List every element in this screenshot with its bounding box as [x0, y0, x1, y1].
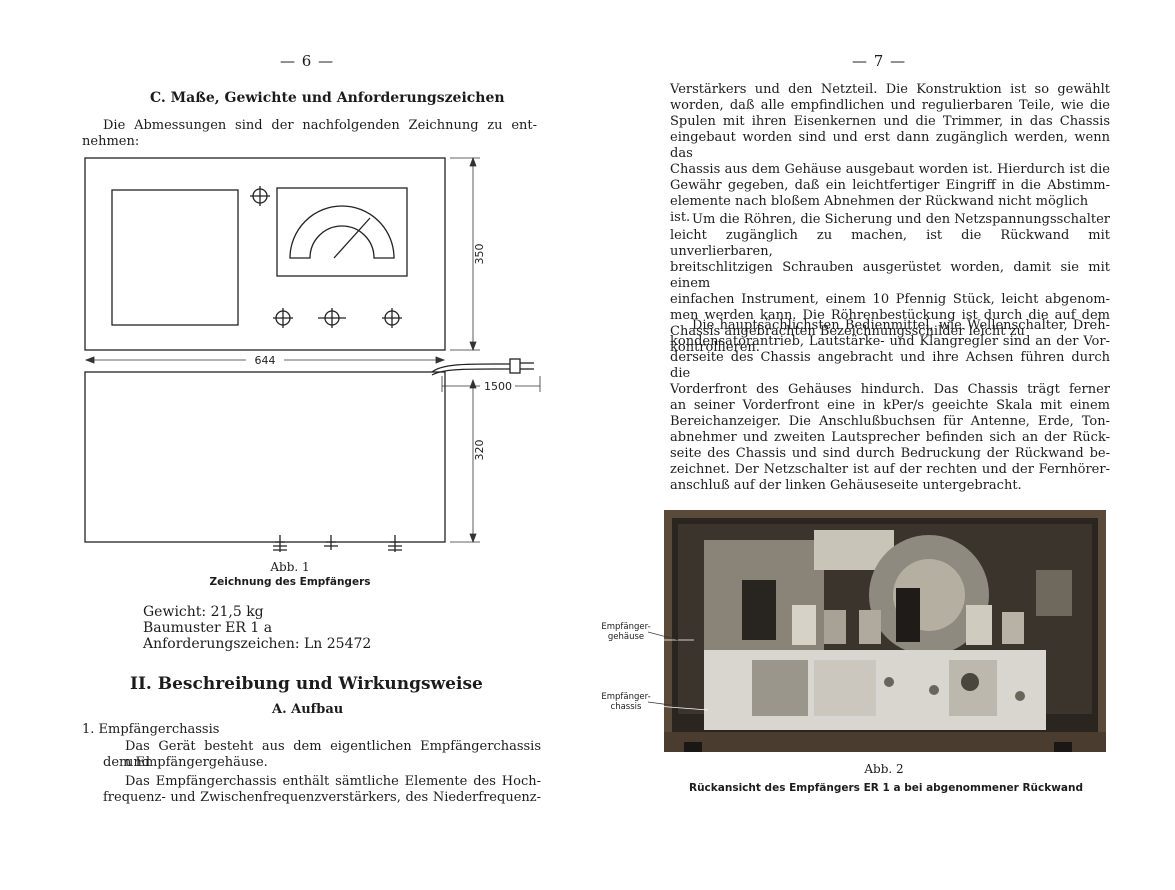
label-housing: Empfänger- gehäuse [596, 622, 656, 642]
dial-arc [289, 205, 395, 259]
body-line: Das Empfängerchassis enthält sämtliche E… [125, 774, 541, 789]
body-line: leicht zugänglich zu machen, ist die Rüc… [670, 228, 1110, 259]
body-line: kondensatorantrieb, Lautstärke- und Klan… [670, 334, 1110, 349]
paragraph: Die hauptsächlichsten Bedienmittel, wie … [670, 318, 1110, 494]
chapter-title: II. Beschreibung und Wirkungsweise [130, 674, 483, 694]
body-line: Das Gerät besteht aus dem eigentlichen E… [125, 739, 541, 770]
body-line: worden, daß alle empfindlichen und regul… [670, 98, 1110, 113]
label-housing-line: Empfänger- [601, 622, 651, 632]
spec-weight: Gewicht: 21,5 kg [143, 604, 264, 620]
leader-lines [648, 631, 678, 707]
body-line: elemente nach bloßem Abnehmen der Rückwa… [670, 194, 1089, 225]
intro-line: nehmen: [82, 134, 140, 149]
spec-model: Baumuster ER 1 a [143, 620, 273, 636]
subsection-title: A. Aufbau [272, 702, 344, 717]
spec-approval: Anforderungszeichen: Ln 25472 [143, 636, 372, 652]
figure-number: Abb. 1 [270, 560, 310, 574]
body-line: Um die Röhren, die Sicherung und den Net… [692, 212, 1110, 227]
body-line: eingebaut worden sind und erst dann zugä… [670, 130, 1110, 161]
page-number: — 6 — [280, 52, 335, 70]
body-line: Chassis aus dem Gehäuse ausgebaut worden… [670, 162, 1110, 177]
body-line: einfachen Instrument, einem 10 Pfennig S… [670, 292, 1110, 307]
case-side-view [84, 371, 446, 543]
body-line: Verstärkers und den Netzteil. Die Konstr… [670, 82, 1110, 97]
body-line: frequenz- und Zwischenfrequenzverstärker… [103, 790, 541, 805]
label-housing-line: gehäuse [607, 632, 645, 642]
body-line: derseite des Chassis angebracht und ihre… [670, 350, 1110, 381]
body-line: seite des Chassis und sind durch Bedruck… [670, 446, 1110, 461]
figure-number: Abb. 2 [864, 762, 904, 776]
body-line: Spulen mit ihren Eisenkernen und die Tri… [670, 114, 1110, 129]
case-front-top [84, 157, 446, 351]
receiver-drawing: 644 350 320 1500 [84, 156, 541, 552]
item-title: 1. Empfängerchassis [82, 722, 220, 737]
dim-height-bottom-label: 320 [473, 440, 486, 461]
body-line: Vorderfront des Gehäuses hindurch. Das C… [670, 382, 1110, 397]
body-line: breitschlitzigen Schrauben ausgerüstet w… [670, 260, 1110, 291]
body-line: Bereichanzeiger. Die Anschlußbuchsen für… [670, 414, 1110, 429]
label-chassis-line: chassis [610, 702, 642, 712]
scale-window [276, 187, 408, 277]
section-title: C. Maße, Gewichte und Anforderungszeiche… [150, 90, 505, 106]
body-line: men werden kann. Die Röhrenbestückung is… [670, 308, 1110, 323]
body-line: Die hauptsächlichsten Bedienmittel, wie … [692, 318, 1110, 333]
label-chassis-line: Empfänger- [601, 692, 651, 702]
right-page: — 7 — Verstärkers und den Netzteil. Die … [588, 0, 1175, 890]
body-line: dem Empfängergehäuse. [103, 755, 268, 770]
paragraph: Verstärkers und den Netzteil. Die Konstr… [670, 82, 1110, 226]
left-page: — 6 — C. Maße, Gewichte und Anforderungs… [82, 52, 541, 805]
figure-caption: Rückansicht des Empfängers ER 1 a bei ab… [689, 782, 1083, 794]
body-line: zeichnet. Der Netzschalter ist auf der r… [670, 462, 1110, 477]
body-line: abnehmer und zweiten Lautsprecher befind… [670, 430, 1110, 445]
body-line: Gewähr gegeben, daß ein leichtfertiger E… [670, 178, 1110, 193]
receiver-rear-photo [664, 510, 1106, 752]
label-chassis: Empfänger- chassis [596, 692, 656, 712]
dim-width-label: 644 [255, 354, 276, 367]
dim-height-top-label: 350 [473, 244, 486, 265]
page-number: — 7 — [852, 52, 907, 70]
figure-caption: Zeichnung des Empfängers [209, 576, 371, 588]
dim-cable-label: 1500 [484, 380, 512, 393]
body-line: an seiner Vorderfront eine in kPer/s gee… [670, 398, 1110, 413]
speaker-opening [111, 189, 239, 326]
body-line: Chassis angebrachten Bezeichnungsschilde… [670, 324, 1025, 355]
body-line: anschluß auf der linken Gehäuseseite unt… [670, 478, 1022, 493]
paragraph: Um die Röhren, die Sicherung und den Net… [670, 212, 1110, 356]
intro-line: Die Abmessungen sind der nachfolgenden Z… [103, 118, 537, 133]
